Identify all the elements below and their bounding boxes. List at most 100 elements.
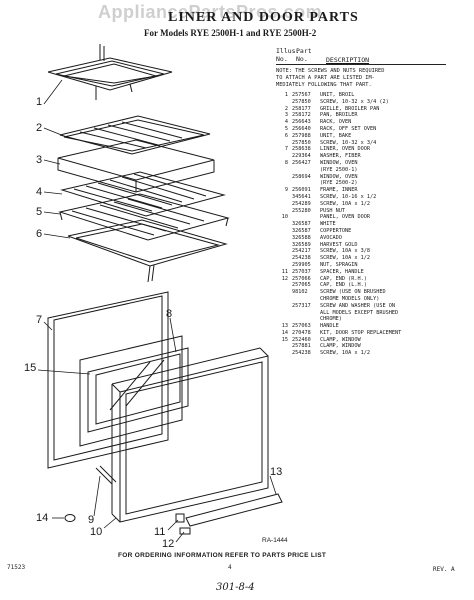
part-number: 259905 [292, 261, 311, 268]
part-number: 254289 [292, 200, 311, 207]
part-description: CLAMP, WINDOW [320, 336, 361, 343]
column-header-illus: Illus. No. [276, 47, 300, 63]
column-header-description: DESCRIPTION [326, 56, 370, 64]
part-number: 257063 [292, 323, 311, 330]
part-number: 326587 [292, 221, 311, 228]
illus-number: 2 [284, 105, 288, 112]
part-number: 256427 [292, 159, 311, 166]
part-number: 255280 [292, 207, 311, 214]
document-code: 71523 [7, 564, 26, 571]
part-number: 257317 [292, 302, 311, 309]
illus-number: 11 [281, 268, 288, 275]
handwritten-note: 301-8-4 [216, 582, 255, 593]
bake-unit-drawing [67, 219, 228, 283]
callout-7: 7 [36, 314, 43, 326]
door-stop-drawing [64, 465, 117, 522]
part-description: SCREW, 10-32 x 3/4 [320, 139, 377, 146]
callout-14: 14 [36, 512, 49, 524]
part-description: PANEL, OVEN DOOR [320, 214, 370, 221]
part-description: LINER, OVEN DOOR [320, 146, 370, 153]
part-number: 256091 [292, 187, 311, 194]
part-description: SCREW (USE ON BRUSHED CHROME MODELS ONLY… [320, 289, 386, 302]
illus-number: 3 [284, 112, 288, 119]
illus-number: 15 [281, 336, 288, 343]
part-number: 257988 [292, 132, 311, 139]
broil-unit-drawing [47, 44, 173, 100]
part-description: SCREW, 10-32 x 3/4 (2) [320, 98, 389, 105]
callout-8: 8 [166, 308, 173, 320]
part-description: HARVEST GOLD [320, 241, 358, 248]
illus-number: 12 [281, 275, 288, 282]
illus-number: 10 [281, 214, 288, 221]
watermark: AppliancePartsPros.com [98, 2, 323, 22]
door-panel-drawing [111, 347, 269, 523]
callout-6: 6 [36, 228, 43, 240]
callout-2: 2 [36, 122, 43, 134]
callout-4: 4 [36, 186, 43, 198]
parts-row: 326587 WHITE [276, 221, 446, 228]
illus-number: 13 [281, 323, 288, 330]
parts-row: 255280 PUSH NUT [276, 208, 446, 215]
part-description: KIT, DOOR STOP REPLACEMENT [320, 329, 402, 336]
parts-row: 10 PANEL, OVEN DOOR [276, 214, 446, 221]
page-title: LINER AND DOOR PARTS [168, 10, 359, 25]
parts-note: NOTE: THE SCREWS AND NUTS REQUIRED TO AT… [276, 68, 385, 88]
part-description: SCREW, 10A x 1/2 [320, 200, 370, 207]
part-description: PUSH NUT [320, 207, 345, 214]
part-description: RACK, OVEN [320, 119, 352, 126]
part-description: WASHER, FIBER [320, 153, 361, 160]
oven-window-drawing [87, 347, 189, 433]
part-number: 257881 [292, 343, 311, 350]
part-description: PAN, BROILER [320, 112, 358, 119]
callout-11: 11 [154, 526, 166, 538]
part-description: SPACER, HANDLE [320, 268, 364, 275]
illus-number: 5 [284, 125, 288, 132]
callout-1: 1 [36, 96, 43, 108]
part-number: 345641 [292, 193, 311, 200]
door-liner-drawing [47, 291, 169, 469]
part-number: 254217 [292, 248, 311, 255]
part-number: 229364 [292, 153, 311, 160]
parts-row: 4 256643 RACK, OVEN [276, 119, 446, 126]
illus-number: 4 [284, 119, 288, 126]
column-header-part: Part No. [296, 47, 312, 63]
part-number: 258638 [292, 146, 311, 153]
ordering-footer: FOR ORDERING INFORMATION REFER TO PARTS … [118, 552, 327, 559]
part-description: NUT, SPRAGIN [320, 261, 358, 268]
illus-number: 6 [284, 132, 288, 139]
part-number: 256643 [292, 119, 311, 126]
part-description: WHITE [320, 221, 336, 228]
part-description: GRILLE, BROILER PAN [320, 105, 380, 112]
callout-9: 9 [88, 514, 95, 526]
callout-15: 15 [24, 362, 37, 374]
illus-number: 1 [284, 92, 288, 98]
part-description: RACK, OFF SET OVEN [320, 125, 377, 132]
part-number: 254238 [292, 350, 311, 357]
broiler-pan-drawing [57, 139, 215, 193]
part-number: 257065 [292, 282, 311, 289]
part-number: 257850 [292, 139, 311, 146]
callout-5: 5 [36, 206, 43, 218]
figure-code: RA-1444 [262, 537, 288, 544]
part-description: COPPERTONE [320, 227, 352, 234]
part-number: 270478 [292, 329, 311, 336]
